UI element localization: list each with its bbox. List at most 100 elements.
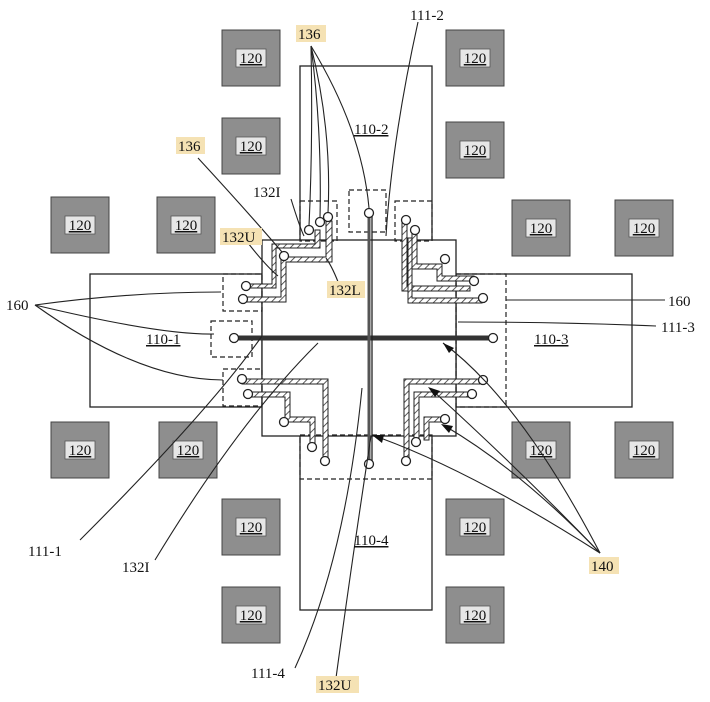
- pad-label: 120: [175, 218, 198, 234]
- pad-120: 120: [50, 196, 110, 254]
- dot: [319, 455, 331, 467]
- dot: [410, 436, 422, 448]
- label-132I-top: 132I: [253, 185, 281, 201]
- label-die-left: 110-1: [146, 332, 180, 348]
- pad-inner: [459, 140, 491, 160]
- dot: [468, 275, 480, 287]
- dashed-region-top-left: [299, 200, 338, 242]
- label-132U-left: 132U: [222, 230, 256, 246]
- label-132I-bottom: 132I: [122, 560, 150, 576]
- dot: [409, 224, 421, 236]
- pad-inner: [64, 440, 96, 460]
- contact-dots: [228, 207, 499, 470]
- highlight-136-top: [296, 25, 326, 42]
- pad-label: 120: [464, 51, 487, 67]
- pad-120: 120: [156, 196, 216, 254]
- pad-120: 120: [511, 199, 571, 257]
- dot: [487, 332, 499, 344]
- dot: [477, 374, 489, 386]
- pad-120: 120: [511, 421, 571, 479]
- pad-inner: [235, 605, 267, 625]
- dashed-region-top-right: [394, 200, 433, 242]
- label-bus-top: 111-2: [410, 8, 444, 24]
- label-160-right: 160: [668, 294, 691, 310]
- pad-outer: [445, 29, 505, 87]
- dot: [363, 207, 375, 219]
- dot: [303, 224, 315, 236]
- pad-inner: [64, 215, 96, 235]
- label-die-top: 110-2: [354, 122, 388, 138]
- dot: [400, 214, 412, 226]
- dashed-region-left-top: [222, 273, 263, 312]
- pad-inner: [172, 440, 204, 460]
- pad-label: 120: [464, 520, 487, 536]
- pad-label: 120: [69, 443, 92, 459]
- pad-120: 120: [614, 199, 674, 257]
- dot: [278, 250, 290, 262]
- pad-label: 120: [177, 443, 200, 459]
- pad-label: 120: [240, 139, 263, 155]
- label-bus-right: 111-3: [661, 320, 695, 336]
- pad-inner: [235, 517, 267, 537]
- highlight-132U-left: [220, 228, 262, 245]
- label-132L: 132L: [329, 283, 361, 299]
- pad-label: 120: [464, 143, 487, 159]
- dot: [242, 388, 254, 400]
- leader-lines: [34, 21, 666, 679]
- highlight-140: [589, 557, 619, 574]
- label-die-bottom: 110-4: [354, 533, 389, 549]
- pad-label: 120: [633, 443, 656, 459]
- pad-label: 120: [530, 221, 553, 237]
- pad-120: 120: [445, 498, 505, 556]
- dot: [314, 216, 326, 228]
- pad-120: 120: [445, 121, 505, 179]
- highlight-136-left: [176, 137, 205, 154]
- dot: [237, 293, 249, 305]
- pad-label: 120: [240, 608, 263, 624]
- pad-120: 120: [445, 29, 505, 87]
- pad-120: 120: [614, 421, 674, 479]
- pad-group: 120 120 120 120 120 120 120 120 120 120 120 120 120 1…: [50, 29, 674, 644]
- dot: [439, 413, 451, 425]
- pad-120: 120: [158, 421, 218, 479]
- pad-120: 120: [221, 117, 281, 175]
- dot: [278, 416, 290, 428]
- dot: [306, 441, 318, 453]
- pad-inner: [459, 517, 491, 537]
- dot: [439, 253, 451, 265]
- pad-label: 120: [530, 443, 553, 459]
- label-132U-bottom: 132U: [318, 678, 352, 694]
- pad-label: 120: [240, 520, 263, 536]
- dashed-region-left-bottom: [222, 368, 263, 407]
- pad-label: 120: [69, 218, 92, 234]
- pad-inner: [525, 440, 557, 460]
- label-die-right: 110-3: [534, 332, 568, 348]
- pad-inner: [235, 136, 267, 156]
- pad-inner: [628, 440, 660, 460]
- pad-120: 120: [50, 421, 110, 479]
- pad-label: 120: [464, 608, 487, 624]
- label-bus-bottom: 111-4: [251, 666, 285, 682]
- label-160-left: 160: [6, 298, 29, 314]
- label-136-left: 136: [178, 139, 201, 155]
- dot: [236, 373, 248, 385]
- dot: [228, 332, 240, 344]
- dashed-region-bottom: [299, 434, 433, 480]
- pad-120: 120: [445, 586, 505, 644]
- arrowheads: [372, 343, 454, 443]
- pad-label: 120: [633, 221, 656, 237]
- pad-inner: [525, 218, 557, 238]
- dot: [466, 388, 478, 400]
- pad-inner: [459, 48, 491, 68]
- highlight-132L: [327, 281, 365, 298]
- dot: [322, 211, 334, 223]
- highlight-132U-bottom: [316, 676, 359, 693]
- pad-120: 120: [221, 498, 281, 556]
- pad-120: 120: [221, 29, 281, 87]
- pad-inner: [628, 218, 660, 238]
- dot: [477, 292, 489, 304]
- pad-inner: [459, 605, 491, 625]
- label-bus-left: 111-1: [28, 544, 62, 560]
- dot: [240, 280, 252, 292]
